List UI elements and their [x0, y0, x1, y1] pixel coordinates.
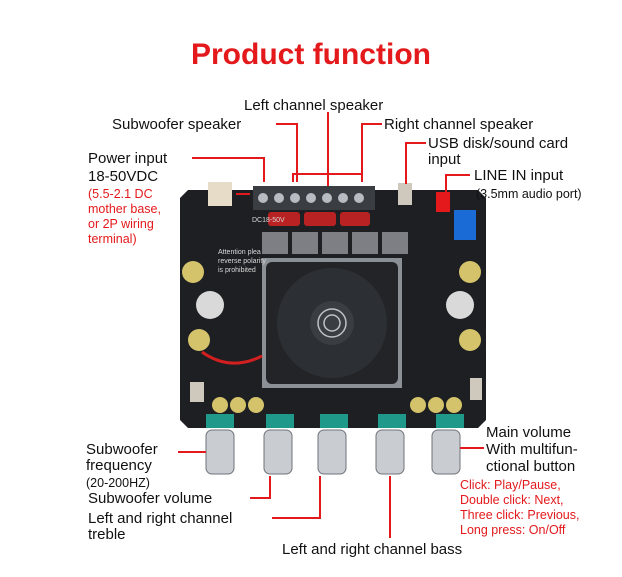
- control-knobs: [205, 429, 461, 475]
- potentiometer-bases: [206, 414, 464, 428]
- label-main-volume-3: ctional button: [486, 458, 576, 475]
- board-voltage-mark: DC18-50V: [252, 217, 285, 224]
- label-usb-disk-line2: input: [428, 151, 461, 168]
- film-capacitors: [268, 212, 370, 226]
- label-power-input: Power input: [88, 150, 168, 167]
- label-click-3: Three click: Previous,: [460, 508, 580, 522]
- label-usb-disk: USB disk/sound card: [428, 135, 569, 152]
- power-connector: [208, 182, 232, 206]
- label-bass: Left and right channel bass: [282, 541, 463, 558]
- label-treble-1: Left and right channel: [88, 510, 233, 527]
- label-line-in-note: (3.5mm audio port): [476, 187, 582, 201]
- label-left-channel-speaker: Left channel speaker: [244, 97, 384, 114]
- label-sub-freq-2: frequency: [86, 457, 152, 474]
- terminal-screws: [258, 193, 364, 203]
- page-title: Product function: [191, 38, 431, 71]
- line-in-connector: [436, 192, 450, 212]
- label-right-channel-speaker: Right channel speaker: [384, 116, 534, 133]
- electrolytic-capacitors: [182, 261, 481, 351]
- label-treble-2: treble: [88, 526, 126, 543]
- label-click-4: Long press: On/Off: [460, 523, 566, 537]
- label-sub-freq-3: (20-200HZ): [86, 476, 150, 490]
- label-click-2: Double click: Next,: [460, 493, 564, 507]
- label-power-note-3: or 2P wiring: [88, 217, 154, 231]
- label-line-in: LINE IN input: [474, 167, 564, 184]
- label-power-note-4: terminal): [88, 232, 137, 246]
- usb-connector: [398, 183, 412, 205]
- inductors: [262, 232, 408, 254]
- board-warning-2: reverse polarity: [218, 258, 266, 265]
- label-sub-volume: Subwoofer volume: [88, 490, 213, 507]
- board-warning-1: Attention plea: [218, 249, 261, 256]
- label-main-volume-2: With multifun-: [486, 441, 578, 458]
- label-power-note-2: mother base,: [88, 202, 161, 216]
- label-main-volume-1: Main volume: [486, 424, 572, 441]
- label-click-1: Click: Play/Pause,: [460, 478, 561, 492]
- label-power-voltage: 18-50VDC: [88, 168, 159, 185]
- bluetooth-module: [454, 210, 476, 240]
- label-sub-freq-1: Subwoofer: [86, 441, 158, 458]
- board-warning-3: is prohibited: [218, 267, 256, 274]
- label-power-note-1: (5.5-2.1 DC: [88, 187, 153, 201]
- label-subwoofer-speaker: Subwoofer speaker: [112, 116, 242, 133]
